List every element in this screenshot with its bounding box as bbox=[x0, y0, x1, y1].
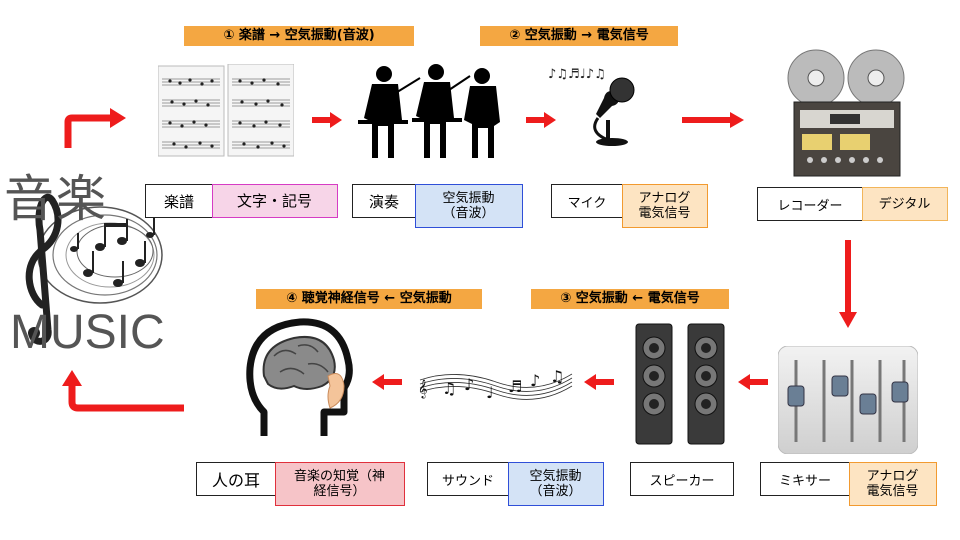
speakers-icon bbox=[635, 323, 725, 445]
mixer-faders-icon bbox=[778, 346, 918, 454]
node-name: 人の耳 bbox=[196, 462, 276, 496]
svg-text:♪: ♪ bbox=[464, 375, 474, 394]
logo-bottom-text: MUSIC bbox=[10, 306, 165, 359]
svg-text:♫: ♫ bbox=[550, 367, 564, 386]
node-name: スピーカー bbox=[630, 462, 734, 496]
logo-top-text: 音楽 bbox=[4, 170, 108, 228]
svg-text:♪: ♪ bbox=[530, 371, 540, 390]
node-name: 演奏 bbox=[352, 184, 416, 218]
arrow-right-icon bbox=[526, 112, 556, 128]
node-perform: 演奏 空気振動 （音波） bbox=[352, 184, 523, 228]
node-type: 空気振動 （音波） bbox=[507, 462, 604, 506]
music-logo: 音楽 MUSIC bbox=[0, 155, 190, 365]
node-type: 空気振動 （音波） bbox=[414, 184, 523, 228]
arrow-down-icon bbox=[839, 240, 857, 328]
stage-label-2: ② 空気振動 → 電気信号 bbox=[480, 26, 678, 46]
svg-text:♬: ♬ bbox=[508, 377, 522, 396]
performers-silhouette-icon bbox=[358, 64, 500, 158]
arrow-left-icon bbox=[584, 374, 614, 390]
node-name: ミキサー bbox=[760, 462, 850, 496]
svg-text:♪♫♬♩♪♫: ♪♫♬♩♪♫ bbox=[548, 67, 606, 82]
stage-label-4: ④ 聴覚神経信号 ← 空気振動 bbox=[256, 289, 482, 309]
microphone-icon: ♪♫♬♩♪♫ bbox=[548, 67, 635, 146]
curved-arrow-up-right-icon bbox=[64, 108, 126, 148]
arrow-left-icon bbox=[738, 374, 768, 390]
node-name: マイク bbox=[551, 184, 623, 218]
node-type: アナログ 電気信号 bbox=[621, 184, 708, 228]
node-score: 楽譜 文字・記号 bbox=[145, 184, 338, 218]
stage-label-1: ① 楽譜 → 空気振動(音波) bbox=[184, 26, 414, 46]
node-sound: サウンド 空気振動 （音波） bbox=[427, 462, 604, 506]
music-notes-swirl-icon bbox=[25, 194, 163, 345]
arrow-left-icon bbox=[372, 374, 402, 390]
svg-text:♫: ♫ bbox=[442, 379, 456, 398]
node-recorder: レコーダー デジタル bbox=[757, 187, 948, 221]
node-name: レコーダー bbox=[757, 187, 863, 221]
svg-text:𝄞: 𝄞 bbox=[418, 379, 427, 399]
node-type: 音楽の知覚（神 経信号） bbox=[274, 462, 405, 506]
head-brain-icon bbox=[246, 318, 353, 436]
svg-text:♩: ♩ bbox=[486, 383, 494, 402]
curved-arrow-left-up-icon bbox=[62, 370, 184, 412]
stage-label-3: ③ 空気振動 ← 電気信号 bbox=[531, 289, 729, 309]
tape-recorder-icon bbox=[787, 49, 905, 177]
node-mic: マイク アナログ 電気信号 bbox=[551, 184, 708, 228]
node-name: サウンド bbox=[427, 462, 509, 496]
node-type: デジタル bbox=[861, 187, 948, 221]
node-name: 楽譜 bbox=[145, 184, 213, 218]
node-speaker: スピーカー bbox=[630, 462, 734, 496]
node-mixer: ミキサー アナログ 電気信号 bbox=[760, 462, 937, 506]
music-staff-wave-icon: 𝄞 ♫ ♪ ♩ ♬ ♪ ♫ bbox=[418, 367, 573, 402]
arrow-right-icon bbox=[312, 112, 342, 128]
node-type: アナログ 電気信号 bbox=[848, 462, 937, 506]
arrow-right-icon bbox=[682, 112, 744, 128]
sheet-music-icon bbox=[158, 64, 294, 157]
node-ear: 人の耳 音楽の知覚（神 経信号） bbox=[196, 462, 405, 506]
node-type: 文字・記号 bbox=[211, 184, 338, 218]
